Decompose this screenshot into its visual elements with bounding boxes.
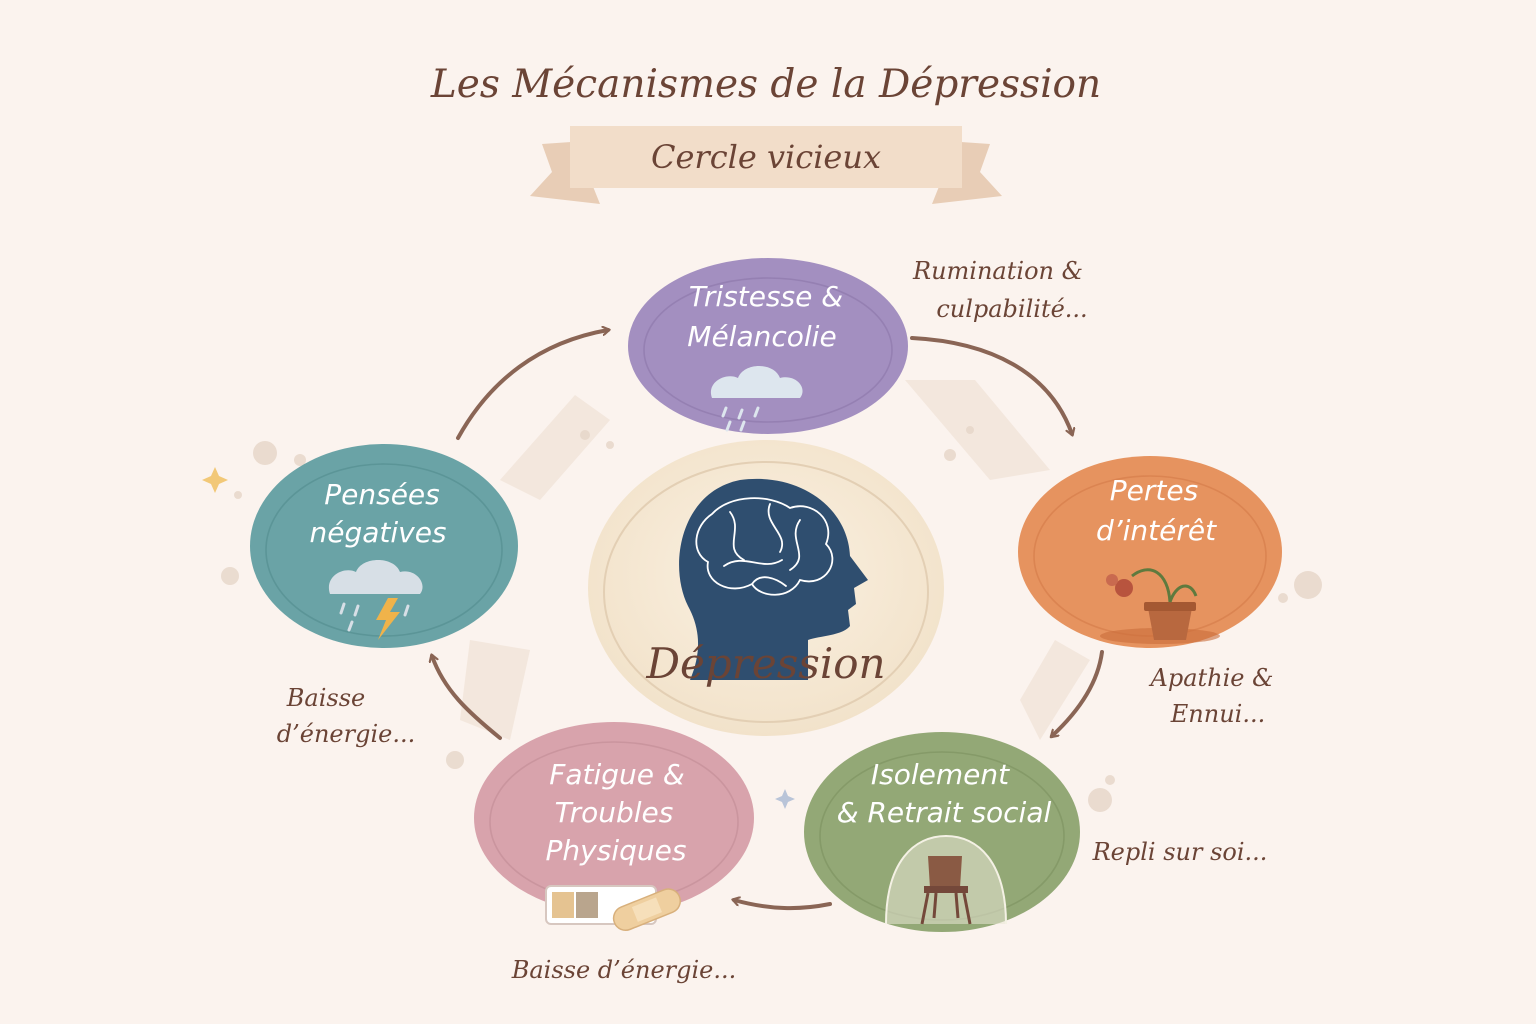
node-pertes-bubble (1018, 456, 1282, 648)
node-pertes-line-1: Pertes (1110, 474, 1198, 507)
annotation-apathie-line-2: Ennui... (1170, 700, 1265, 728)
page-title: Les Mécanismes de la Dépression (430, 62, 1101, 107)
center-label: Dépression (645, 639, 885, 688)
chair-dome-icon (885, 834, 1007, 925)
bandage-icon (612, 888, 682, 931)
node-pertes: Pertes d’intérêt (1018, 456, 1282, 648)
annotation-apathie: Apathie & Ennui... (1149, 664, 1274, 728)
node-tristesse-bubble (628, 258, 908, 434)
arrow-isolement-to-fatigue (734, 900, 832, 911)
sparkle-icon (202, 467, 228, 493)
background-arrows (460, 380, 1090, 740)
node-tristesse: Tristesse & Mélancolie (628, 258, 908, 434)
arrow-tristesse-to-pertes (910, 336, 1072, 434)
node-pensees-line-1: Pensées (324, 478, 440, 511)
banner-ribbon (530, 126, 1002, 204)
node-pensees-bubble (250, 444, 518, 648)
head-brain-icon (679, 478, 868, 680)
arrow-pertes-to-isolement (1052, 650, 1104, 736)
node-isolement-bubble (804, 732, 1080, 932)
annotation-apathie-line-1: Apathie & (1149, 664, 1274, 692)
node-fatigue-line-2: Troubles (555, 796, 674, 829)
rain-cloud-icon (710, 366, 803, 432)
node-pensees: Pensées négatives (250, 444, 518, 648)
node-tristesse-line-1: Tristesse & (689, 280, 843, 313)
cycle-arrows (432, 330, 1104, 911)
center-node: Dépression (588, 440, 944, 736)
annotation-rumination-line-1: Rumination & (912, 257, 1083, 285)
node-fatigue-line-3: Physiques (546, 834, 687, 867)
annotation-repli: Repli sur soi... (1092, 838, 1268, 866)
wilted-plant-icon (1100, 568, 1220, 644)
annotation-rumination: Rumination & culpabilité... (912, 257, 1088, 323)
node-fatigue-line-1: Fatigue & (549, 758, 685, 791)
annotation-baisse-left-line-1: Baisse (286, 684, 365, 712)
annotation-rumination-line-2: culpabilité... (936, 295, 1087, 323)
storm-cloud-icon (328, 560, 423, 640)
node-tristesse-line-2: Mélancolie (687, 320, 836, 353)
arrow-fatigue-to-pensees (432, 656, 502, 740)
banner-subtitle: Cercle vicieux (651, 138, 881, 176)
decor-dots (221, 426, 1322, 812)
node-isolement-line-1: Isolement (871, 758, 1010, 791)
node-isolement: Isolement & Retrait social (804, 732, 1080, 932)
annotation-baisse-bottom: Baisse d’énergie... (511, 956, 737, 984)
node-fatigue-bubble (474, 722, 754, 914)
node-fatigue: Fatigue & Troubles Physiques (474, 722, 754, 931)
sparkle-icon (775, 789, 795, 809)
node-pertes-line-2: d’intérêt (1096, 514, 1217, 547)
annotation-baisse-left: Baisse d’énergie... (277, 684, 415, 748)
node-pensees-line-2: négatives (309, 516, 446, 549)
annotation-baisse-left-line-2: d’énergie... (277, 720, 415, 748)
node-isolement-line-2: & Retrait social (837, 796, 1052, 829)
arrow-pensees-to-tristesse (456, 330, 608, 440)
